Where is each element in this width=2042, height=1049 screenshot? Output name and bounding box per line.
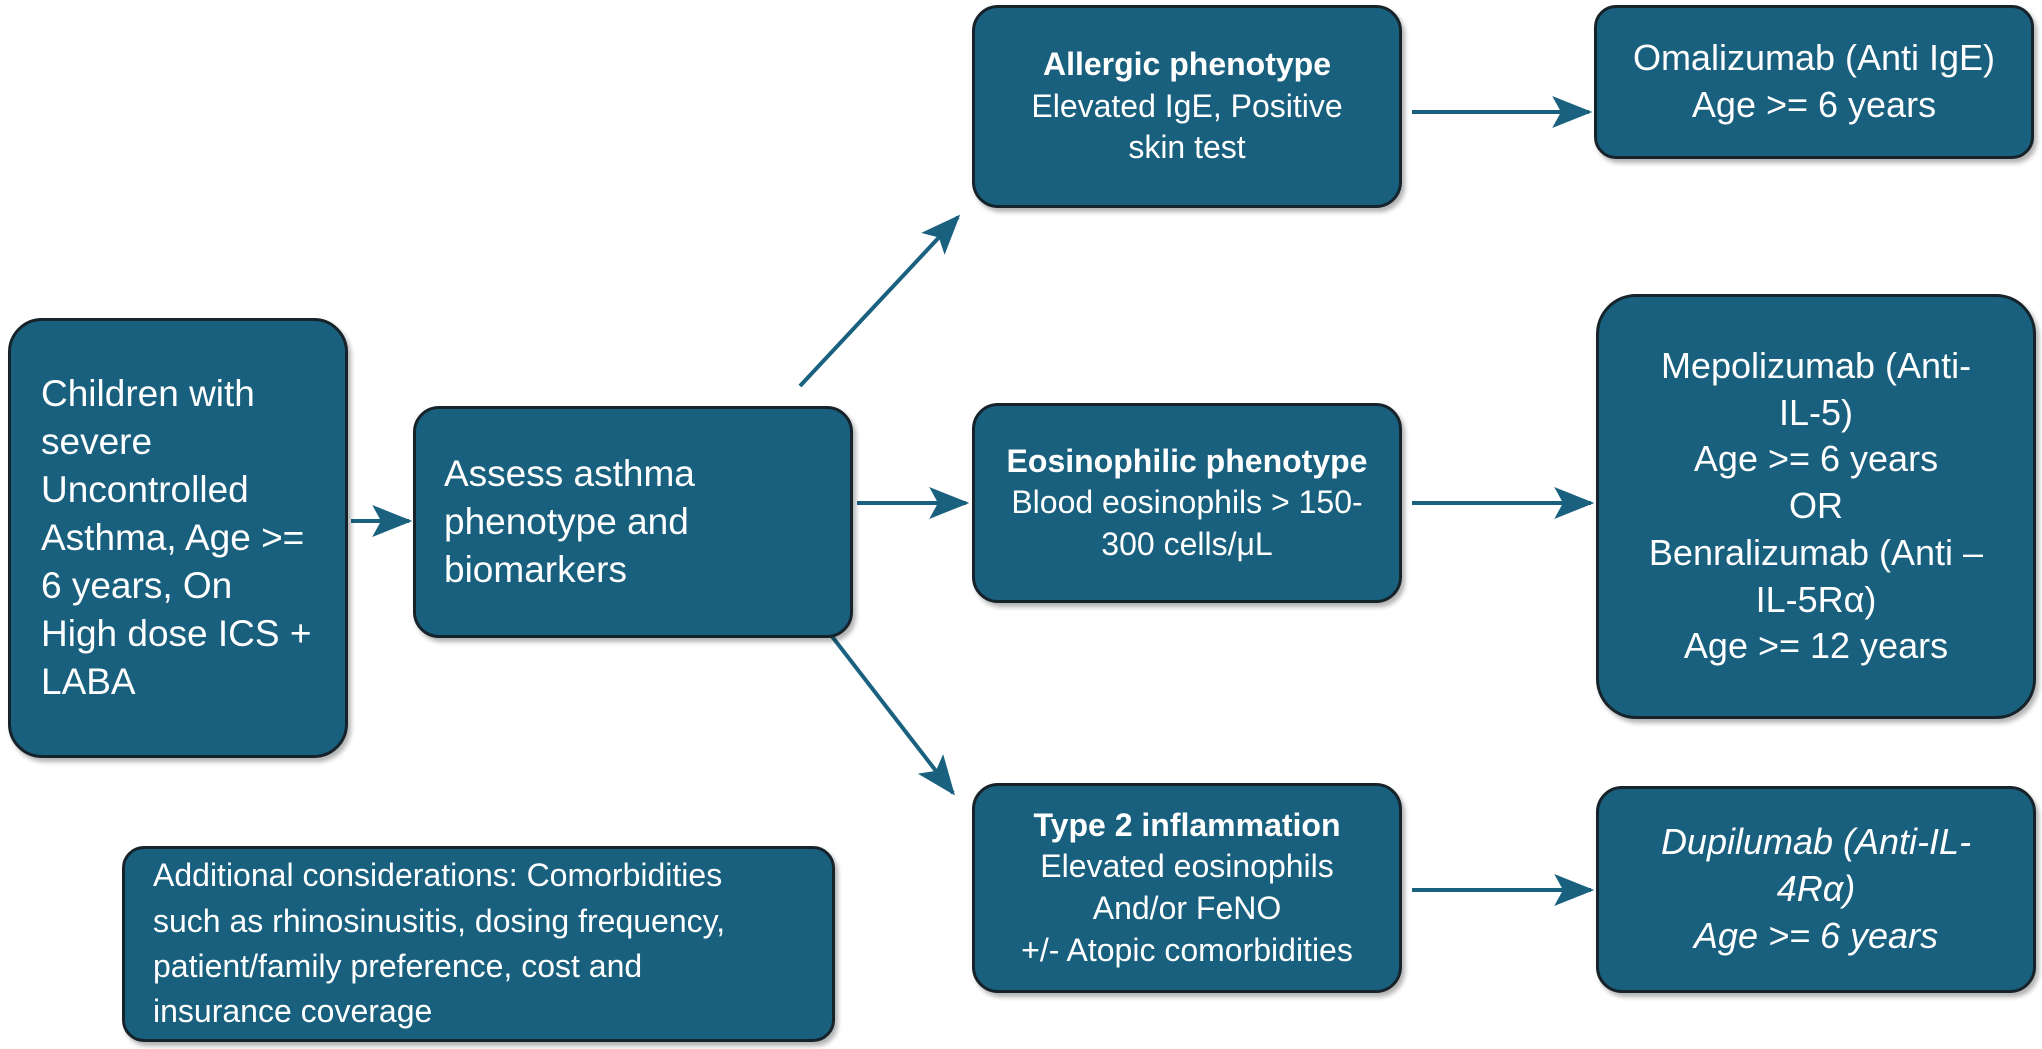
node-additional-considerations[interactable]: Additional considerations: Comorbidities… xyxy=(122,846,835,1042)
node-type-2-inflammation[interactable]: Type 2 inflammation Elevated eosinophils… xyxy=(972,783,1402,993)
node-text-line: 6 years, On xyxy=(41,565,233,607)
node-text-line: Additional considerations: Comorbidities xyxy=(153,857,723,894)
node-text-line: 300 cells/μL xyxy=(1101,525,1273,562)
node-text-line: Asthma, Age >= xyxy=(41,516,305,558)
node-allergic-phenotype[interactable]: Allergic phenotype Elevated IgE, Positiv… xyxy=(972,5,1402,208)
node-text-line: Assess asthma xyxy=(444,452,695,494)
node-text-line: skin test xyxy=(1128,129,1246,166)
node-text-line: 4Rα) xyxy=(1776,868,1856,910)
node-text-line: Age >= 6 years xyxy=(1693,914,1939,956)
node-omalizumab-treatment[interactable]: Omalizumab (Anti IgE) Age >= 6 years xyxy=(1594,5,2034,159)
node-text-line: Uncontrolled xyxy=(41,468,249,510)
node-text-line: OR xyxy=(1789,485,1843,527)
node-heading: Type 2 inflammation xyxy=(1033,806,1341,843)
node-text-line: Age >= 6 years xyxy=(1693,438,1939,480)
node-text-line: High dose ICS + xyxy=(41,613,312,655)
node-text-line: patient/family preference, cost and xyxy=(153,948,643,984)
node-heading: Allergic phenotype xyxy=(1042,46,1332,83)
node-text-line: Age >= 6 years xyxy=(1691,84,1937,125)
node-text-line: biomarkers xyxy=(444,549,627,591)
node-text-line: Mepolizumab (Anti- xyxy=(1660,344,1972,386)
node-text-line: Elevated eosinophils xyxy=(1040,848,1334,885)
node-text-line: severe xyxy=(41,420,153,462)
node-text-line: Children with xyxy=(41,372,255,414)
node-text-line: IL-5Rα) xyxy=(1755,578,1877,620)
arrow-assess-to-allergic xyxy=(798,214,961,388)
node-assess-asthma-phenotype-and-biomarkers[interactable]: Assess asthma phenotype and biomarkers xyxy=(413,406,853,638)
node-text-line: Dupilumab (Anti-IL- xyxy=(1660,821,1972,863)
node-text-line: And/or FeNO xyxy=(1092,890,1282,926)
node-text-line: Elevated IgE, Positive xyxy=(1031,87,1343,124)
node-children-with-severe-uncontrolled-asthma[interactable]: Children with severe Uncontrolled Asthma… xyxy=(8,318,348,758)
node-text-line: Benralizumab (Anti – xyxy=(1648,531,1984,573)
arrow-assess-to-type2 xyxy=(815,615,955,796)
node-eosinophilic-phenotype[interactable]: Eosinophilic phenotype Blood eosinophils… xyxy=(972,403,1402,603)
node-mepolizumab-benralizumab-treatment[interactable]: Mepolizumab (Anti- IL-5) Age >= 6 years … xyxy=(1596,294,2036,719)
node-text-line: Omalizumab (Anti IgE) xyxy=(1632,37,1996,79)
node-dupilumab-treatment[interactable]: Dupilumab (Anti-IL- 4Rα) Age >= 6 years xyxy=(1596,786,2036,993)
node-text-line: phenotype and xyxy=(444,500,689,542)
node-text-line: Blood eosinophils > 150- xyxy=(1011,484,1363,521)
node-heading: Eosinophilic phenotype xyxy=(1006,442,1368,479)
node-text-line: insurance coverage xyxy=(153,993,433,1030)
node-text-line: IL-5) xyxy=(1778,391,1854,433)
node-text-line: Age >= 12 years xyxy=(1683,625,1949,667)
node-text-line: LABA xyxy=(41,661,136,703)
node-text-line: such as rhinosinusitis, dosing frequency… xyxy=(153,902,726,939)
node-text-line: +/- Atopic comorbidities xyxy=(1021,931,1353,968)
